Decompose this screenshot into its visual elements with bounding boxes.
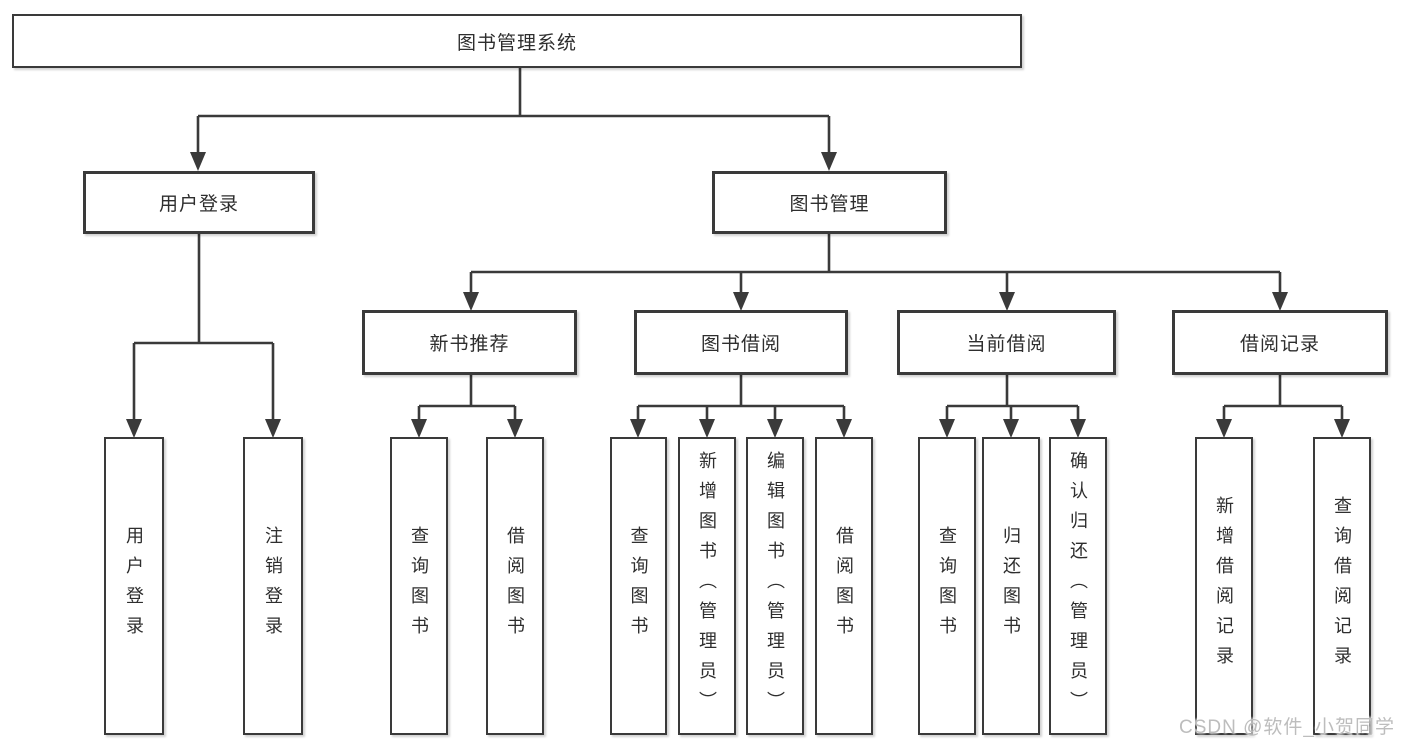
leaf-query-books-recommend-label: 查询图书: [409, 526, 429, 646]
node-borrowing-records: 借阅记录: [1172, 310, 1388, 375]
leaf-edit-books-admin-label: 编辑图书（管理员）: [765, 451, 785, 721]
leaf-add-borrow-record: 新增借阅记录: [1195, 437, 1253, 735]
leaf-add-books-admin: 新增图书（管理员）: [678, 437, 736, 735]
leaf-add-books-admin-label: 新增图书（管理员）: [697, 451, 717, 721]
leaf-borrow-books-label: 借阅图书: [834, 526, 854, 646]
leaf-logout: 注销登录: [243, 437, 303, 735]
leaf-user-login-label: 用户登录: [124, 526, 144, 646]
leaf-edit-books-admin: 编辑图书（管理员）: [746, 437, 804, 735]
node-new-book-recommendation: 新书推荐: [362, 310, 577, 375]
leaf-query-books-current-label: 查询图书: [937, 526, 957, 646]
leaf-add-borrow-record-label: 新增借阅记录: [1214, 496, 1234, 676]
leaf-return-books-label: 归还图书: [1001, 526, 1021, 646]
node-user-login-branch: 用户登录: [83, 171, 315, 234]
csdn-watermark: CSDN @软件_小贺同学: [1179, 717, 1395, 738]
leaf-query-books-recommend: 查询图书: [390, 437, 448, 735]
node-book-management-branch: 图书管理: [712, 171, 947, 234]
leaf-return-books: 归还图书: [982, 437, 1040, 735]
leaf-query-borrow-record: 查询借阅记录: [1313, 437, 1371, 735]
leaf-query-books-borrowing: 查询图书: [610, 437, 667, 735]
leaf-borrow-books-recommend: 借阅图书: [486, 437, 544, 735]
leaf-user-login: 用户登录: [104, 437, 164, 735]
leaf-query-books-current: 查询图书: [918, 437, 976, 735]
leaf-confirm-return-admin: 确认归还（管理员）: [1049, 437, 1107, 735]
leaf-query-borrow-record-label: 查询借阅记录: [1332, 496, 1352, 676]
leaf-borrow-books: 借阅图书: [815, 437, 873, 735]
leaf-logout-label: 注销登录: [263, 526, 283, 646]
leaf-borrow-books-recommend-label: 借阅图书: [505, 526, 525, 646]
node-current-borrowing: 当前借阅: [897, 310, 1116, 375]
leaf-confirm-return-admin-label: 确认归还（管理员）: [1068, 451, 1088, 721]
node-library-management-system: 图书管理系统: [12, 14, 1022, 68]
leaf-query-books-borrowing-label: 查询图书: [628, 526, 649, 646]
node-book-borrowing: 图书借阅: [634, 310, 848, 375]
